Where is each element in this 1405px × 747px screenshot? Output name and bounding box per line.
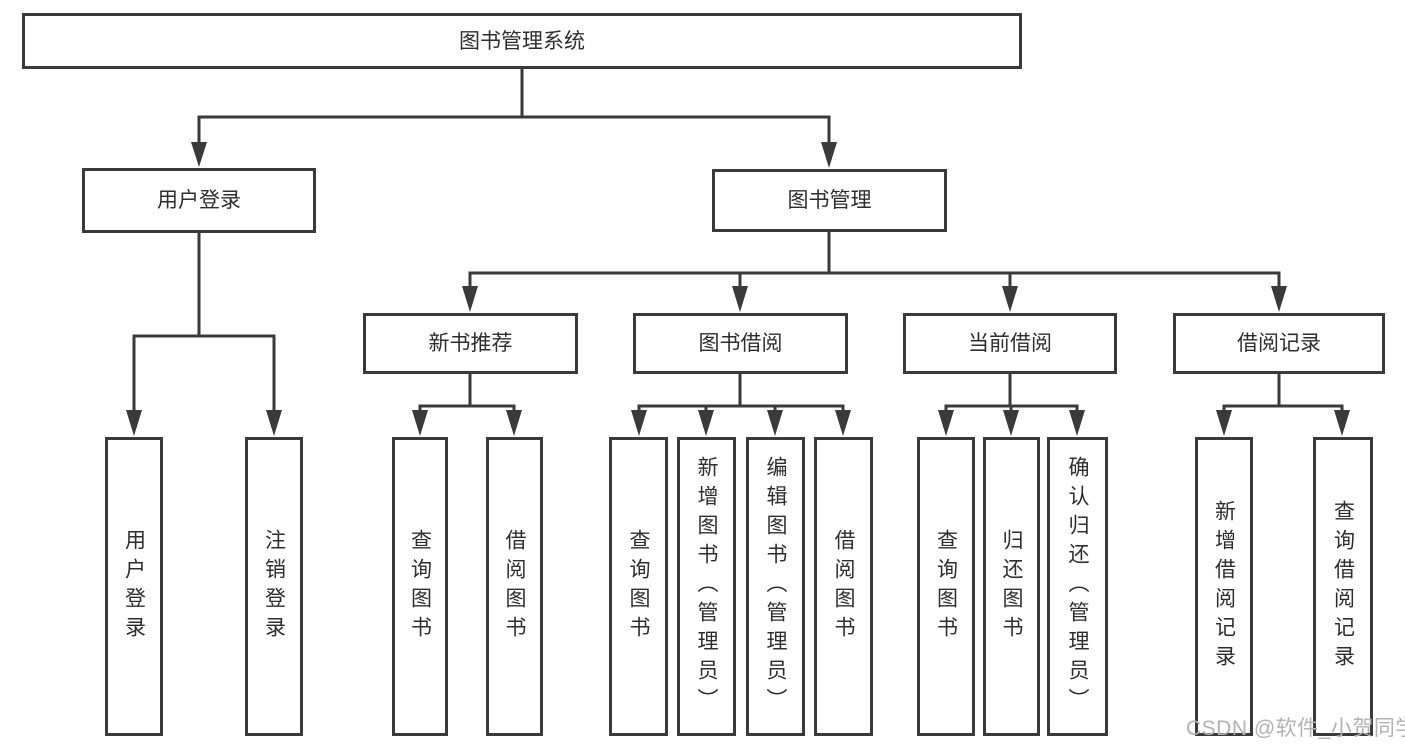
leaf-add-books-admin: 新增图书（管理员） (677, 437, 736, 736)
watermark-text: CSDN @软件_小贺同学 (1186, 717, 1405, 740)
leaf-add-borrow-record: 新增借阅记录 (1195, 437, 1253, 736)
leaf-query-books-recommend: 查询图书 (392, 437, 448, 736)
node-book-management: 图书管理 (712, 169, 947, 232)
node-book-borrow: 图书借阅 (633, 313, 848, 374)
leaf-query-books-borrow: 查询图书 (609, 437, 668, 736)
leaf-confirm-return-admin: 确认归还（管理员） (1047, 437, 1108, 736)
node-borrow-records: 借阅记录 (1173, 313, 1385, 374)
leaf-user-login: 用户登录 (105, 437, 163, 736)
node-user-login: 用户登录 (82, 168, 316, 233)
node-library-system: 图书管理系统 (22, 13, 1022, 69)
leaf-query-books-current: 查询图书 (917, 437, 975, 736)
leaf-logout-login: 注销登录 (245, 437, 303, 736)
leaf-edit-books-admin: 编辑图书（管理员） (746, 437, 805, 736)
node-new-book-recommend: 新书推荐 (363, 313, 578, 374)
leaf-return-books: 归还图书 (983, 437, 1040, 736)
node-current-borrow: 当前借阅 (903, 313, 1117, 374)
leaf-borrow-books-recommend: 借阅图书 (486, 437, 543, 736)
leaf-borrow-books: 借阅图书 (814, 437, 873, 736)
leaf-query-borrow-record: 查询借阅记录 (1313, 437, 1373, 736)
